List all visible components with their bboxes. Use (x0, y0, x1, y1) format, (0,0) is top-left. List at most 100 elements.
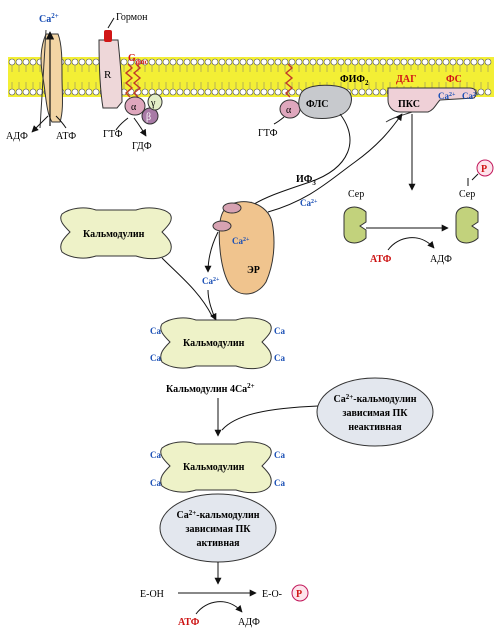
ca-to-pkc-arrow (267, 113, 403, 213)
lipid-head (64, 88, 72, 96)
lipid-head (351, 88, 359, 96)
lipid-head (232, 88, 240, 96)
g-protein (124, 63, 163, 125)
lipid-head (71, 88, 79, 96)
ca-active-4: Ca (274, 478, 285, 488)
adp-left-label: АДФ (6, 131, 28, 142)
lipid-head (92, 88, 100, 96)
lipid-head (85, 88, 93, 96)
ser-left-label: Сер (348, 189, 364, 200)
lipid-head (337, 58, 345, 66)
lipid-head (92, 58, 100, 66)
lipid-head (274, 58, 282, 66)
lipid-head (470, 58, 478, 66)
ca-active-2: Ca (150, 478, 161, 488)
lipid-head (246, 88, 254, 96)
g-gamma-subunit (147, 93, 163, 111)
endoplasmic-reticulum (212, 201, 275, 295)
kinase-active-line1: Ca2+-кальмодулин (177, 509, 260, 521)
ca-bound-2: Ca (150, 353, 161, 363)
calmodulin-active-label: Кальмодулин (183, 462, 245, 473)
lipid-head (225, 58, 233, 66)
lipid-head (15, 58, 23, 66)
lipid-head (29, 88, 37, 96)
lipid-head (316, 58, 324, 66)
beta-label: β (146, 112, 151, 123)
lipid-head (8, 88, 16, 96)
lipid-head (239, 88, 247, 96)
phosphate-bottom-label: P (296, 589, 302, 600)
lipid-head (323, 58, 331, 66)
dag-label: ДАГ (396, 74, 416, 85)
lipid-head (267, 58, 275, 66)
lipid-head (379, 58, 387, 66)
ca-in-er-label: Ca2+ (232, 236, 250, 246)
lipid-head (232, 58, 240, 66)
calmodulin-free-label: Кальмодулин (83, 229, 145, 240)
lipid-head (169, 58, 177, 66)
lipid-head (64, 58, 72, 66)
lipid-head (372, 58, 380, 66)
lipid-head (295, 58, 303, 66)
lipid-head (120, 58, 128, 66)
ps-label: ФС (446, 74, 462, 85)
lipid-head (211, 58, 219, 66)
phosphate-mid-label: P (481, 164, 487, 175)
gtp-right-label: ГТФ (258, 128, 278, 139)
lipid-head (183, 88, 191, 96)
ip3-arrow (247, 113, 351, 209)
plc-label: ФЛС (306, 99, 329, 110)
lipid-head (309, 58, 317, 66)
lipid-head (281, 58, 289, 66)
lipid-head (344, 58, 352, 66)
lipid-head (351, 58, 359, 66)
lipid-head (365, 88, 373, 96)
ip3-label: ИФ3 (296, 174, 316, 187)
atp-bottom-label: АТФ (178, 617, 200, 628)
lipid-head (176, 88, 184, 96)
lipid-head (449, 58, 457, 66)
pkc-label: ПКС (398, 99, 420, 110)
lipid-head (78, 58, 86, 66)
alpha2-label: α (286, 105, 292, 116)
ca-top-label: Ca2+ (39, 12, 59, 25)
phosphate-circle-bottom (291, 584, 309, 602)
phosphate-circle-mid (476, 159, 494, 177)
calmodulin-free (60, 207, 172, 260)
gamma-label: γ (150, 98, 156, 109)
ca-er-right-label: Ca2+ (300, 198, 318, 208)
dag-box (392, 70, 422, 86)
lipid-head (372, 88, 380, 96)
lipid-head (358, 58, 366, 66)
ser-substrate-right (455, 206, 479, 244)
lipid-head (239, 58, 247, 66)
lipid-head (162, 58, 170, 66)
lipid-head (484, 58, 492, 66)
lipid-head (218, 88, 226, 96)
lipid-head (435, 58, 443, 66)
lipid-head (386, 58, 394, 66)
lipid-head (302, 58, 310, 66)
ca-er-down-label: Ca2+ (202, 276, 220, 286)
hormone-label: Гормон (116, 12, 148, 23)
lipid-head (407, 58, 415, 66)
alpha-label: α (131, 102, 137, 113)
lipid-head (85, 58, 93, 66)
lipid-head (393, 58, 401, 66)
gtp-left-label: ГТФ (103, 129, 123, 140)
calcium-pump (31, 29, 67, 133)
g-alpha-subunit (124, 96, 146, 116)
adp-bottom-label: АДФ (238, 617, 260, 628)
g-alpha-plc (279, 63, 301, 119)
product-label: Е-О- (262, 589, 282, 600)
lipid-head (22, 58, 30, 66)
lipid-head (421, 58, 429, 66)
lipid-head (78, 88, 86, 96)
g-protein-label: Gфпс (128, 53, 148, 66)
lipid-head (197, 88, 205, 96)
lipid-head (197, 58, 205, 66)
lipid-head (260, 58, 268, 66)
lipid-head (400, 58, 408, 66)
ca-pkc2-label: Ca2+ (462, 91, 480, 101)
